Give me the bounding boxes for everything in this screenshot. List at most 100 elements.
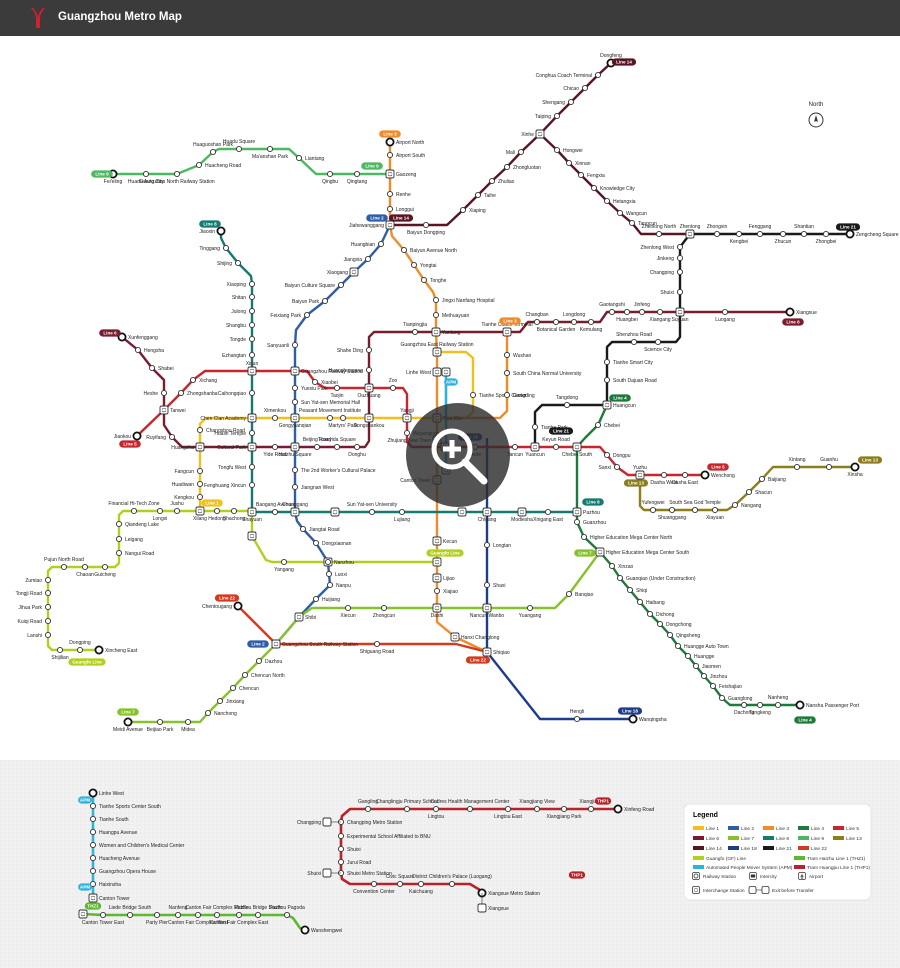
station-label[interactable]: Xichang bbox=[199, 378, 217, 384]
station-marker[interactable] bbox=[89, 880, 97, 888]
station-label[interactable]: Zhongxin bbox=[707, 224, 728, 230]
station-label[interactable]: Fangcun bbox=[175, 469, 195, 475]
station-marker[interactable] bbox=[448, 880, 456, 888]
station-marker[interactable] bbox=[570, 318, 578, 326]
station-marker[interactable] bbox=[403, 805, 411, 813]
station-marker[interactable] bbox=[552, 443, 560, 451]
station-label[interactable]: Lijiao bbox=[443, 576, 455, 582]
station-label[interactable]: Yantang bbox=[442, 330, 460, 336]
station-marker[interactable] bbox=[295, 154, 303, 162]
station-marker[interactable] bbox=[44, 617, 52, 625]
station-marker[interactable] bbox=[81, 563, 89, 571]
station-marker[interactable] bbox=[299, 525, 307, 533]
station-label[interactable]: Ximenkou bbox=[264, 408, 286, 414]
interchange-station-marker[interactable] bbox=[450, 632, 460, 642]
interchange-station-marker[interactable] bbox=[431, 327, 441, 337]
station-marker[interactable] bbox=[76, 646, 84, 654]
station-label[interactable]: Xinsha bbox=[847, 472, 863, 478]
station-label[interactable]: Jiangnan West bbox=[301, 485, 335, 491]
station-label[interactable]: Xiangjiang Park bbox=[546, 814, 582, 820]
station-marker[interactable] bbox=[56, 646, 64, 654]
station-marker[interactable] bbox=[222, 244, 230, 252]
station-label[interactable]: Zhenlong West bbox=[640, 245, 674, 251]
station-label[interactable]: Tongde bbox=[230, 337, 247, 343]
station-label[interactable]: Changshou Road bbox=[206, 428, 245, 434]
station-label[interactable]: Fenghuang Xincun bbox=[204, 483, 246, 489]
station-label[interactable]: Hongwei bbox=[563, 148, 582, 154]
station-label[interactable]: Shiqiao bbox=[493, 650, 510, 656]
interchange-station-marker[interactable] bbox=[330, 507, 340, 517]
station-marker[interactable] bbox=[553, 112, 561, 120]
station-marker[interactable] bbox=[411, 328, 419, 336]
station-marker[interactable] bbox=[324, 558, 332, 566]
station-marker[interactable] bbox=[280, 558, 288, 566]
station-marker[interactable] bbox=[758, 475, 766, 483]
station-marker[interactable] bbox=[89, 841, 97, 849]
station-marker[interactable] bbox=[365, 346, 373, 354]
station-label[interactable]: Huadu Square bbox=[223, 139, 255, 145]
station-marker[interactable] bbox=[189, 376, 197, 384]
transfer-station-marker[interactable] bbox=[322, 868, 341, 878]
station-label[interactable]: Zhongcun bbox=[373, 613, 395, 619]
station-label[interactable]: Qiandeng Lake bbox=[125, 522, 159, 528]
station-marker[interactable] bbox=[291, 466, 299, 474]
station-label[interactable]: Nansha Passenger Port bbox=[806, 703, 860, 709]
station-label[interactable]: Canton Fair Complex West bbox=[168, 920, 229, 926]
station-label[interactable]: Zhenlong bbox=[680, 224, 701, 230]
station-marker[interactable] bbox=[254, 911, 262, 919]
station-label[interactable]: Jiangtai Road bbox=[309, 527, 340, 533]
station-marker[interactable] bbox=[271, 414, 279, 422]
station-label[interactable]: Pazhou Bridge South bbox=[234, 905, 281, 911]
station-label[interactable]: Kengkou bbox=[174, 495, 194, 501]
station-label[interactable]: Jinzhou bbox=[710, 674, 727, 680]
interchange-station-marker[interactable] bbox=[572, 507, 582, 517]
station-marker[interactable] bbox=[168, 433, 176, 441]
station-label[interactable]: Zhongbei bbox=[816, 239, 837, 245]
station-label[interactable]: Fengxia bbox=[587, 173, 605, 179]
station-marker[interactable] bbox=[89, 802, 97, 810]
station-marker[interactable] bbox=[721, 308, 729, 316]
station-label[interactable]: Xiangjiang bbox=[579, 799, 603, 805]
station-label[interactable]: Airport South bbox=[396, 153, 425, 159]
station-marker[interactable] bbox=[248, 280, 256, 288]
station-marker[interactable] bbox=[822, 230, 830, 238]
station-label[interactable]: Financial Hi-Tech Zone bbox=[108, 501, 159, 507]
station-label[interactable]: Shayuan bbox=[242, 517, 262, 523]
station-marker[interactable] bbox=[177, 389, 185, 397]
station-label[interactable]: Xilang bbox=[193, 516, 207, 522]
station-label[interactable]: Xingang East bbox=[533, 517, 563, 523]
interchange-station-marker[interactable] bbox=[247, 507, 257, 517]
station-label[interactable]: Yuzhu bbox=[633, 465, 647, 471]
station-marker[interactable] bbox=[587, 805, 595, 813]
station-marker[interactable] bbox=[44, 603, 52, 611]
station-label[interactable]: South Dajuan Road bbox=[613, 378, 657, 384]
station-marker[interactable] bbox=[654, 338, 662, 346]
station-marker[interactable] bbox=[248, 307, 256, 315]
station-marker[interactable] bbox=[603, 376, 611, 384]
station-label[interactable]: Tangcun bbox=[638, 221, 657, 227]
interchange-station-marker[interactable] bbox=[247, 531, 257, 541]
station-marker[interactable] bbox=[248, 429, 256, 437]
interchange-station-marker[interactable] bbox=[385, 220, 395, 230]
station-label[interactable]: Linhe West bbox=[406, 370, 432, 376]
station-label[interactable]: Pazhou Pagoda bbox=[269, 905, 305, 911]
station-label[interactable]: Dashi bbox=[431, 613, 444, 619]
station-label[interactable]: Jiangxia bbox=[344, 257, 363, 263]
station-marker[interactable] bbox=[271, 508, 279, 516]
station-marker[interactable] bbox=[676, 243, 684, 251]
station-marker[interactable] bbox=[266, 145, 274, 153]
station-marker[interactable] bbox=[628, 219, 636, 227]
station-label[interactable]: Canton Fair Complex East bbox=[210, 920, 269, 926]
station-label[interactable]: Kuiqi Road bbox=[18, 619, 43, 625]
station-marker[interactable] bbox=[800, 230, 808, 238]
station-marker[interactable] bbox=[526, 604, 534, 612]
interchange-station-marker[interactable] bbox=[517, 507, 527, 517]
station-marker[interactable] bbox=[115, 549, 123, 557]
station-label[interactable]: Huacheng Avenue bbox=[99, 856, 140, 862]
station-marker[interactable] bbox=[248, 481, 256, 489]
station-marker[interactable] bbox=[681, 471, 689, 479]
station-label[interactable]: Nanpu bbox=[336, 583, 351, 589]
station-marker[interactable] bbox=[216, 226, 226, 236]
station-marker[interactable] bbox=[410, 261, 418, 269]
station-label[interactable]: Mali bbox=[506, 150, 515, 156]
